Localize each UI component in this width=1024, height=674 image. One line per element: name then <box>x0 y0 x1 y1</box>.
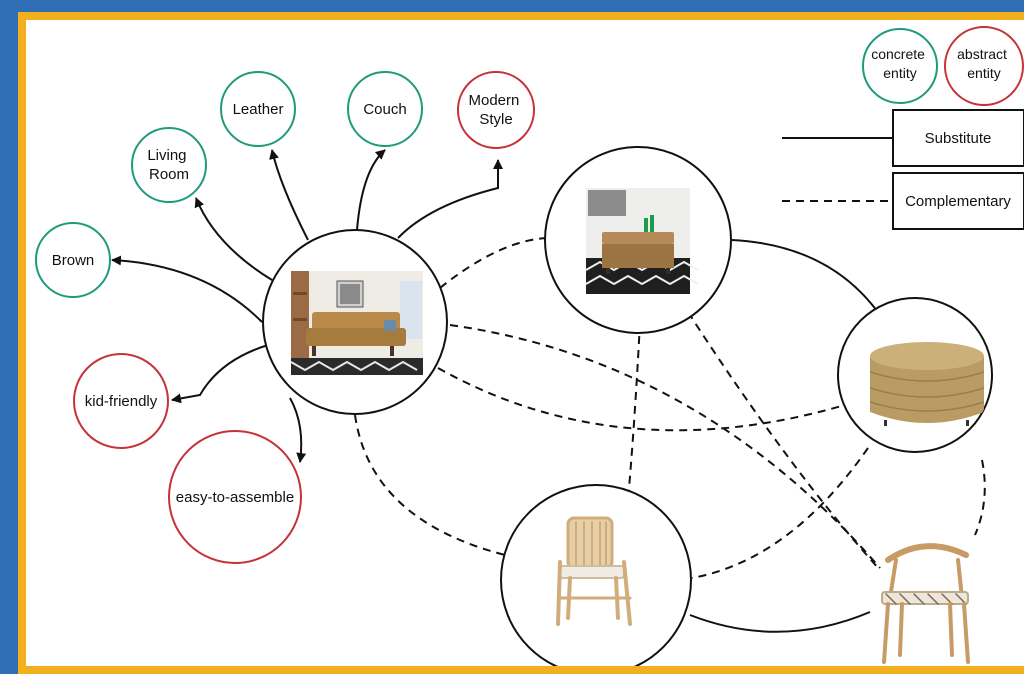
product-node-round-ottoman <box>837 297 993 453</box>
attribute-edges <box>111 149 503 463</box>
node-leather-label: Leather <box>233 101 284 118</box>
round-ottoman-image <box>869 342 985 426</box>
product-node-ottoman <box>544 146 732 334</box>
arrow-to-couch <box>356 149 386 231</box>
svg-text:Living Room: Living Room <box>147 147 190 183</box>
ottoman-image <box>585 188 699 294</box>
legend-concrete-label-2: entity <box>883 65 916 81</box>
node-couch-label: Couch <box>363 101 406 118</box>
edge-round-ottoman-wood-chair <box>974 459 986 536</box>
node-living-room-label-1: Living <box>147 147 186 164</box>
edge-sofa-round-ottoman <box>437 367 846 432</box>
svg-text:concrete entity: concrete entity <box>871 46 929 81</box>
edge-ottoman-round-ottoman <box>731 239 881 316</box>
legend-complementary-label: Complementary <box>905 193 1011 210</box>
node-easy-to-assemble-label: easy-to-assemble <box>176 489 294 506</box>
arrow-to-brown <box>111 255 263 323</box>
node-modern-style-label-1: Modern <box>468 92 519 109</box>
edge-ottoman-wood-chair <box>687 311 881 571</box>
diagram-canvas: Brown Living Room Leather Couch Modern S… <box>26 20 1024 666</box>
svg-text:Modern Style: Modern Style <box>468 92 523 128</box>
legend-abstract-label-1: abstract <box>957 46 1007 62</box>
product-node-rattan-chair <box>500 484 692 666</box>
legend-concrete-entity: concrete entity <box>862 28 938 104</box>
node-modern-style: Modern Style <box>457 71 535 149</box>
edge-sofa-ottoman <box>439 237 549 289</box>
rattan-chair-image <box>556 516 632 626</box>
attribute-nodes: Brown Living Room Leather Couch Modern S… <box>35 71 535 564</box>
legend-complementary: Complementary <box>782 172 1024 230</box>
complementary-edges <box>354 237 986 579</box>
node-couch: Couch <box>347 71 423 147</box>
arrow-to-modern-style <box>397 159 503 239</box>
edge-rattan-chair-wood-chair <box>689 611 871 633</box>
arrow-to-living-room <box>194 197 273 281</box>
legend: concrete entity abstract entity Substitu… <box>782 26 1024 230</box>
node-kid-friendly: kid-friendly <box>73 353 169 449</box>
wood-chair-image <box>881 543 970 664</box>
node-brown-label: Brown <box>52 252 95 269</box>
edge-round-ottoman-rattan-chair <box>691 447 869 579</box>
product-node-sofa <box>262 229 448 415</box>
edge-ottoman-rattan-chair <box>627 321 641 501</box>
legend-substitute: Substitute <box>782 109 1024 167</box>
legend-concrete-label-1: concrete <box>871 46 925 62</box>
legend-abstract-label-2: entity <box>967 65 1000 81</box>
node-leather: Leather <box>220 71 296 147</box>
arrow-to-easy-to-assemble <box>289 397 307 463</box>
arrow-to-leather <box>269 149 309 241</box>
edge-sofa-rattan-chair <box>354 414 506 556</box>
product-node-wood-chair <box>881 543 970 664</box>
node-living-room-label-2: Room <box>149 166 189 183</box>
node-modern-style-label-2: Style <box>479 111 512 128</box>
legend-abstract-entity: abstract entity <box>944 26 1024 106</box>
sofa-image <box>290 271 423 375</box>
node-kid-friendly-label: kid-friendly <box>85 393 158 410</box>
legend-substitute-label: Substitute <box>925 130 992 147</box>
node-easy-to-assemble: easy-to-assemble <box>168 430 302 564</box>
node-living-room: Living Room <box>131 127 207 203</box>
arrow-to-kid-friendly <box>171 344 269 404</box>
svg-text:abstract entity: abstract entity <box>957 46 1011 81</box>
node-brown: Brown <box>35 222 111 298</box>
substitute-edges <box>689 239 881 633</box>
